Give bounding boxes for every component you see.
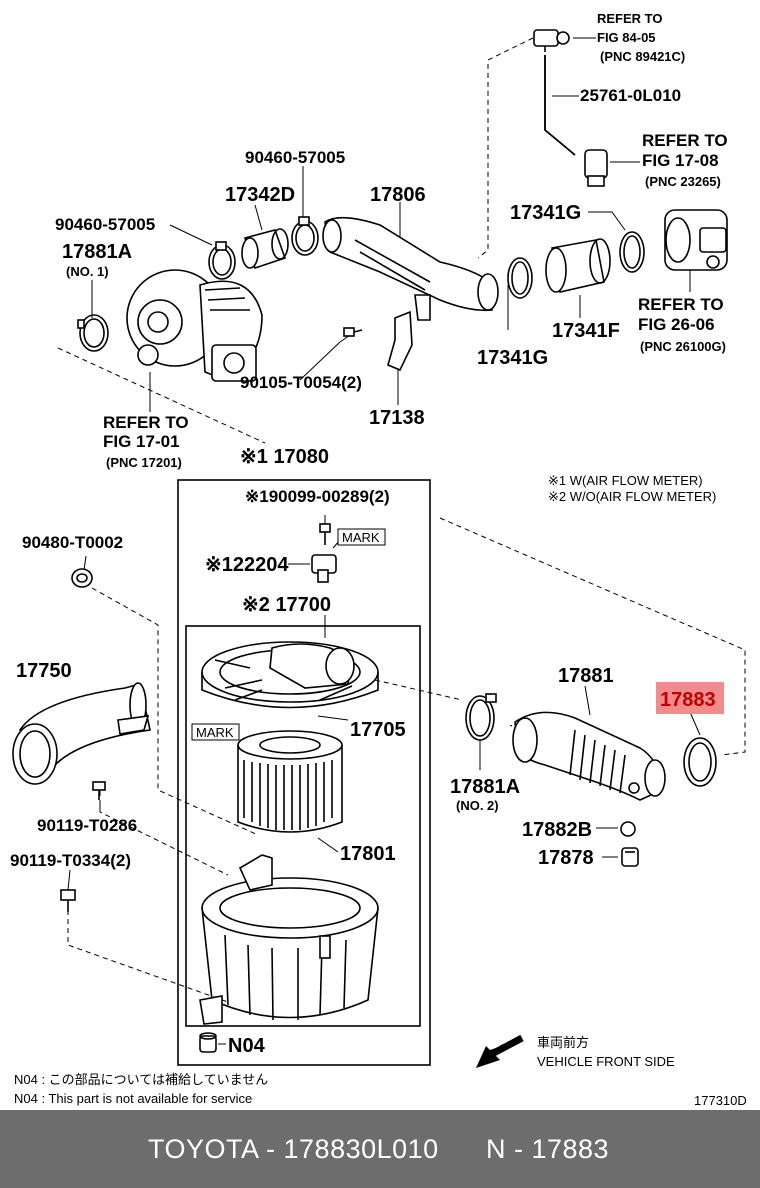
- label-17341g-bottom: 17341G: [477, 347, 548, 369]
- bolt-90099: [319, 523, 331, 545]
- label-mark-1: MARK: [342, 530, 380, 545]
- mark-box-1: [337, 528, 386, 546]
- label-note-en: N04 : This part is not available for ser…: [14, 1091, 252, 1106]
- bolt-90119-t0286: [92, 781, 106, 800]
- label-17801: 17801: [340, 843, 396, 865]
- label-fig-17-08: FIG 17-08: [642, 151, 719, 170]
- turbocharger: [126, 269, 263, 382]
- label-17700: ※2 17700: [242, 594, 331, 616]
- clamp-90460-top: [291, 216, 319, 256]
- bolt-90105: [343, 327, 363, 337]
- label-17341f: 17341F: [552, 320, 620, 342]
- dashed-guides: [57, 37, 746, 1003]
- label-fig-26-06: FIG 26-06: [638, 315, 715, 334]
- label-90460-left: 90460-57005: [55, 215, 155, 234]
- label-90099: ※190099-00289(2): [245, 487, 390, 506]
- label-front-jp: 車両前方: [537, 1035, 589, 1050]
- assembly-17700-box: [185, 625, 421, 1027]
- label-n04: N04: [228, 1035, 266, 1057]
- label-note2: ※2 W/O(AIR FLOW METER): [548, 489, 716, 504]
- cleaner-cap-17705: [201, 641, 379, 709]
- label-pnc-23265: (PNC 23265): [645, 174, 721, 189]
- label-no2: (NO. 2): [456, 798, 499, 813]
- parts-diagram: REFER TO FIG 84-05 (PNC 89421C) 25761-0L…: [10, 11, 747, 1108]
- hose-17341f: [545, 238, 611, 293]
- label-17878: 17878: [538, 847, 594, 869]
- label-fig-code: 177310D: [694, 1093, 747, 1108]
- clamp-17881a-no2: [465, 693, 497, 741]
- label-17881a-1: 17881A: [62, 241, 132, 263]
- air-cleaner-case: [199, 854, 379, 1025]
- label-17080: ※1 17080: [240, 446, 329, 468]
- label-17705: 17705: [350, 719, 406, 741]
- labels: REFER TO FIG 84-05 (PNC 89421C) 25761-0L…: [10, 11, 747, 1108]
- label-17341g-top: 17341G: [510, 202, 581, 224]
- label-17883: 17883: [660, 689, 716, 711]
- label-90119-t0334: 90119-T0334(2): [10, 851, 131, 870]
- clip-17878: [621, 847, 639, 867]
- label-90105: 90105-T0054(2): [240, 373, 362, 392]
- label-17342d: 17342D: [225, 184, 295, 206]
- label-90119-t0286: 90119-T0286: [37, 816, 137, 835]
- clamp-17341g-top: [619, 231, 645, 273]
- label-17806: 17806: [370, 184, 426, 206]
- bracket-17138: [387, 310, 413, 372]
- assembly-17080-box: [177, 479, 431, 1066]
- clamp-17881a-no1: [77, 314, 109, 352]
- label-refer-84-05: REFER TO: [597, 11, 663, 26]
- label-fig-17-01: FIG 17-01: [103, 432, 180, 451]
- clamp-90460-left: [208, 241, 236, 280]
- part-number-footer: TOYOTA - 178830L010 N - 17883: [0, 1110, 760, 1188]
- label-25761: 25761-0L010: [580, 86, 681, 105]
- pipe-17806: [322, 216, 499, 321]
- hose-25761: [544, 55, 576, 156]
- grommet-n04: [199, 1032, 217, 1053]
- label-fig-84-05: FIG 84-05: [597, 30, 656, 45]
- hose-17881: [512, 711, 666, 801]
- label-17750: 17750: [16, 660, 72, 682]
- highlight-17883: [656, 682, 724, 714]
- footer-part-number: TOYOTA - 178830L010: [148, 1134, 439, 1164]
- label-pnc-26100g: (PNC 26100G): [640, 339, 726, 354]
- vsv-top: [533, 29, 570, 52]
- air-flow-meter-22204: [311, 554, 337, 583]
- clamp-17341g-bottom: [507, 257, 533, 299]
- bolt-90119-t0334: [60, 889, 76, 912]
- label-no1: (NO. 1): [66, 264, 109, 279]
- grommet-90480: [71, 568, 93, 588]
- label-front-en: VEHICLE FRONT SIDE: [537, 1054, 675, 1069]
- clamp-17883: [683, 737, 717, 787]
- mark-box-2: [191, 723, 240, 741]
- label-mark-2: MARK: [196, 725, 234, 740]
- label-17881a-2: 17881A: [450, 776, 520, 798]
- label-note1: ※1 W(AIR FLOW METER): [548, 473, 703, 488]
- label-refer-17-08: REFER TO: [642, 131, 728, 150]
- label-90460-top: 90460-57005: [245, 148, 345, 167]
- duct-17750: [12, 682, 151, 785]
- filter-element-17801: [237, 730, 343, 833]
- label-refer-26-06: REFER TO: [638, 295, 724, 314]
- front-arrow-head-icon: [476, 1046, 500, 1068]
- sensor-17-08: [584, 149, 608, 187]
- label-22204: ※122204: [205, 554, 289, 576]
- label-note-jp: N04 : この部品については補給していません: [14, 1072, 268, 1087]
- label-refer-17-01: REFER TO: [103, 413, 189, 432]
- throttle-body: [664, 209, 728, 271]
- label-17881: 17881: [558, 665, 614, 687]
- hose-17342d: [241, 228, 289, 270]
- label-90480: 90480-T0002: [22, 533, 123, 552]
- footer-ref-number: N - 17883: [486, 1134, 610, 1164]
- label-17882b: 17882B: [522, 819, 592, 841]
- oring-17882b: [620, 821, 636, 837]
- label-pnc-17201: (PNC 17201): [106, 455, 182, 470]
- label-17138: 17138: [369, 407, 425, 429]
- label-pnc-89421c: (PNC 89421C): [600, 49, 685, 64]
